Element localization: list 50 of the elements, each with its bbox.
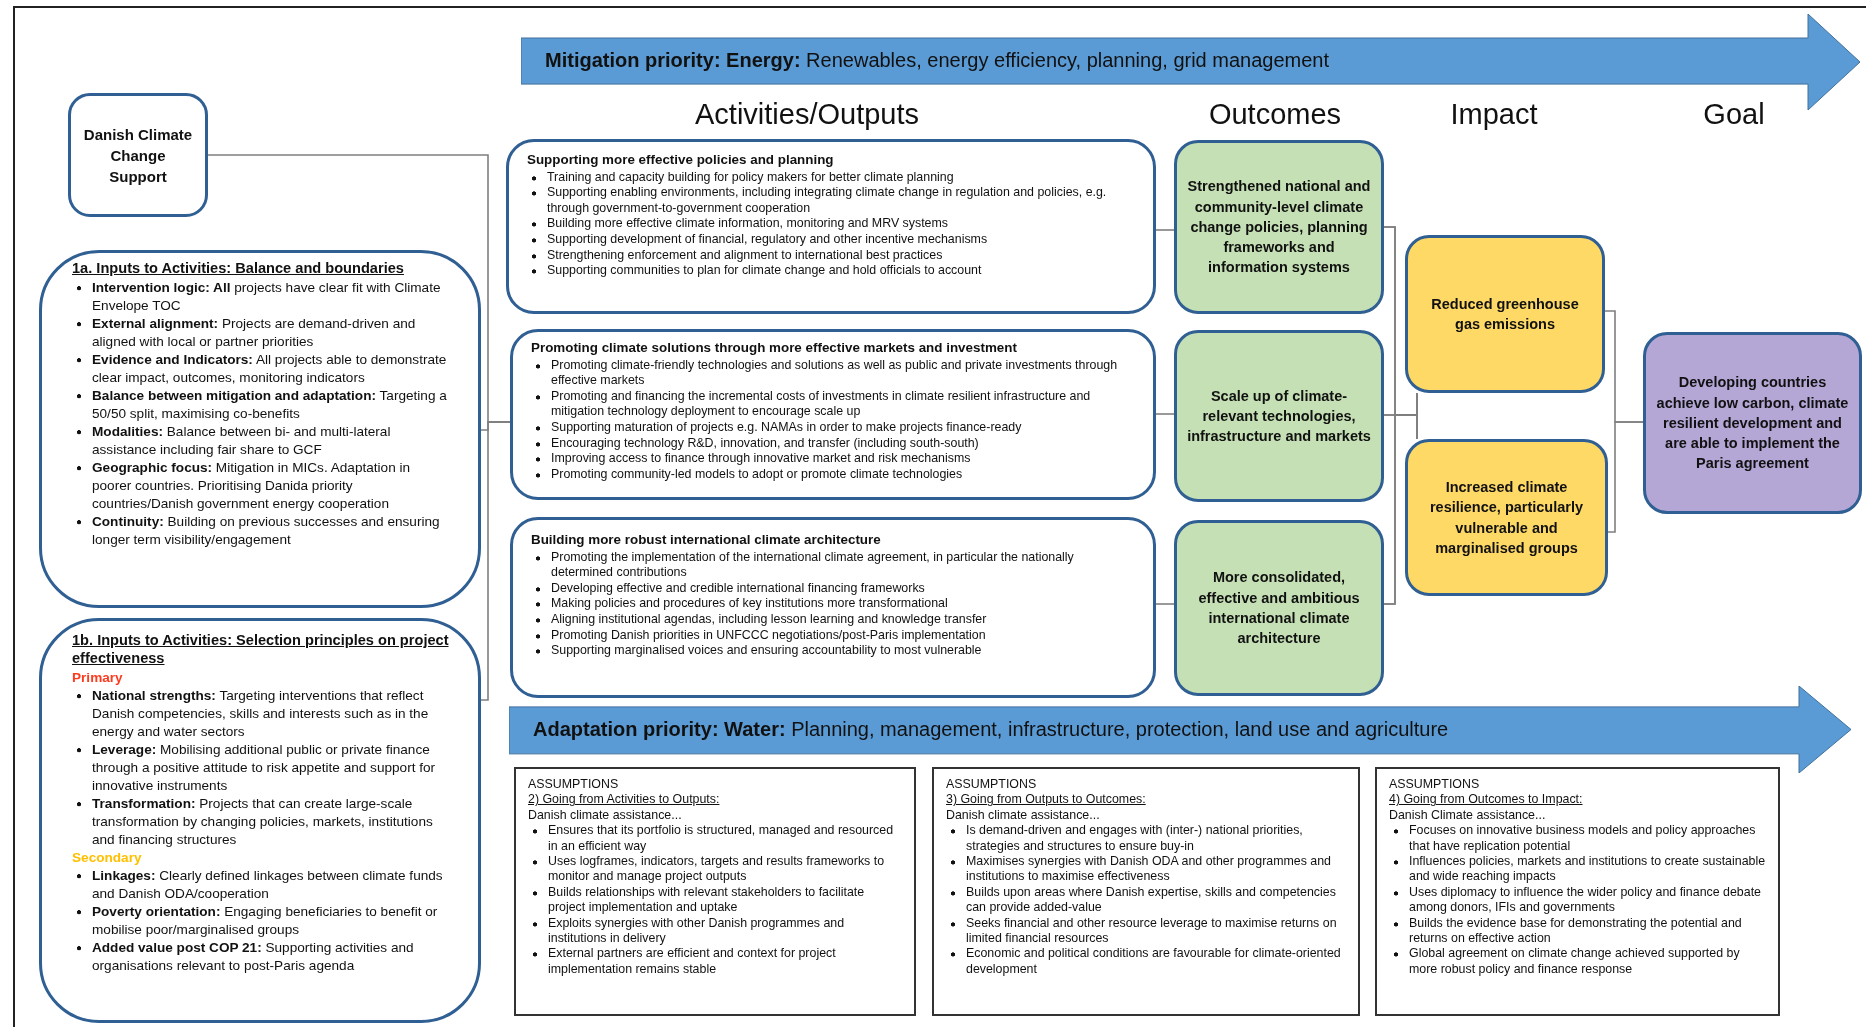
connector-line (1155, 229, 1175, 231)
box-text: Reduced greenhouse gas emissions (1430, 294, 1580, 334)
assumptions-box (932, 767, 1360, 1016)
connector-line (480, 421, 511, 701)
assumptions-box (1375, 767, 1780, 1016)
outcome-box (1174, 520, 1384, 696)
outcome-box (1174, 140, 1384, 314)
connector-line (1607, 421, 1644, 533)
banner-arrow (509, 686, 1851, 773)
box-heading: Supporting more effective policies and planning (527, 152, 835, 168)
box-text: Danish Climate Change Support (82, 124, 194, 187)
box-heading: 1b. Inputs to Activities: Selection principles on project effectiveness (72, 631, 450, 667)
box-heading: Building more robust international climate architecture (531, 532, 882, 548)
banner-text: Adaptation priority: Water: Planning, management, infrastructure, protection, land use and agriculture (533, 718, 1449, 742)
box-text: Developing countries achieve low carbon, climate resilient development and are able to implement the Paris agreement (1656, 373, 1849, 474)
outcome-box (1174, 330, 1384, 502)
column-heading: Impact (1450, 98, 1538, 131)
subheading: Secondary (72, 849, 143, 867)
box-heading: 1a. Inputs to Activities: Balance and boundaries (72, 259, 405, 277)
box-text: Increased climate resilience, particularly vulnerable and marginalised groups (1428, 477, 1585, 558)
connector-line (1155, 603, 1175, 605)
rounded-box (506, 139, 1156, 314)
box-text: More consolidated, effective and ambitious international climate architecture (1197, 568, 1361, 649)
section-heading: 4) Going from Outcomes to Impact: (1389, 792, 1584, 808)
section-label: ASSUMPTIONS (946, 777, 1038, 793)
connector-line (1155, 413, 1175, 415)
section-heading: 2) Going from Activities to Outputs: (528, 792, 721, 808)
rounded-box (510, 517, 1156, 698)
impact-box (1405, 439, 1608, 596)
box-heading: Promoting climate solutions through more effective markets and investment (531, 340, 1018, 356)
banner-text: Mitigation priority: Energy: Renewables, energy efficiency, planning, grid management (545, 49, 1330, 73)
rounded-box (68, 93, 208, 217)
intro-text: Danish climate assistance... (946, 807, 1101, 824)
rounded-box (510, 329, 1156, 500)
rounded-box (39, 618, 481, 1023)
column-heading: Activities/Outputs (695, 98, 919, 131)
section-label: ASSUMPTIONS (528, 777, 620, 793)
box-text: Scale up of climate-relevant technologies, infrastructure and markets (1187, 386, 1371, 447)
section-label: ASSUMPTIONS (1389, 777, 1481, 793)
column-heading: Outcomes (1208, 98, 1342, 131)
impact-box (1405, 235, 1605, 393)
rounded-box (39, 250, 481, 608)
assumptions-box (514, 767, 916, 1016)
goal-box (1643, 332, 1862, 514)
intro-text: Danish Climate assistance... (1389, 807, 1547, 824)
box-text: Strengthened national and community-level climate change policies, planning frameworks and information systems (1187, 177, 1371, 278)
column-heading: Goal (1703, 98, 1765, 131)
intro-text: Danish climate assistance... (528, 807, 683, 824)
section-heading: 3) Going from Outputs to Outcomes: (946, 792, 1147, 808)
subheading: Primary (72, 669, 124, 687)
